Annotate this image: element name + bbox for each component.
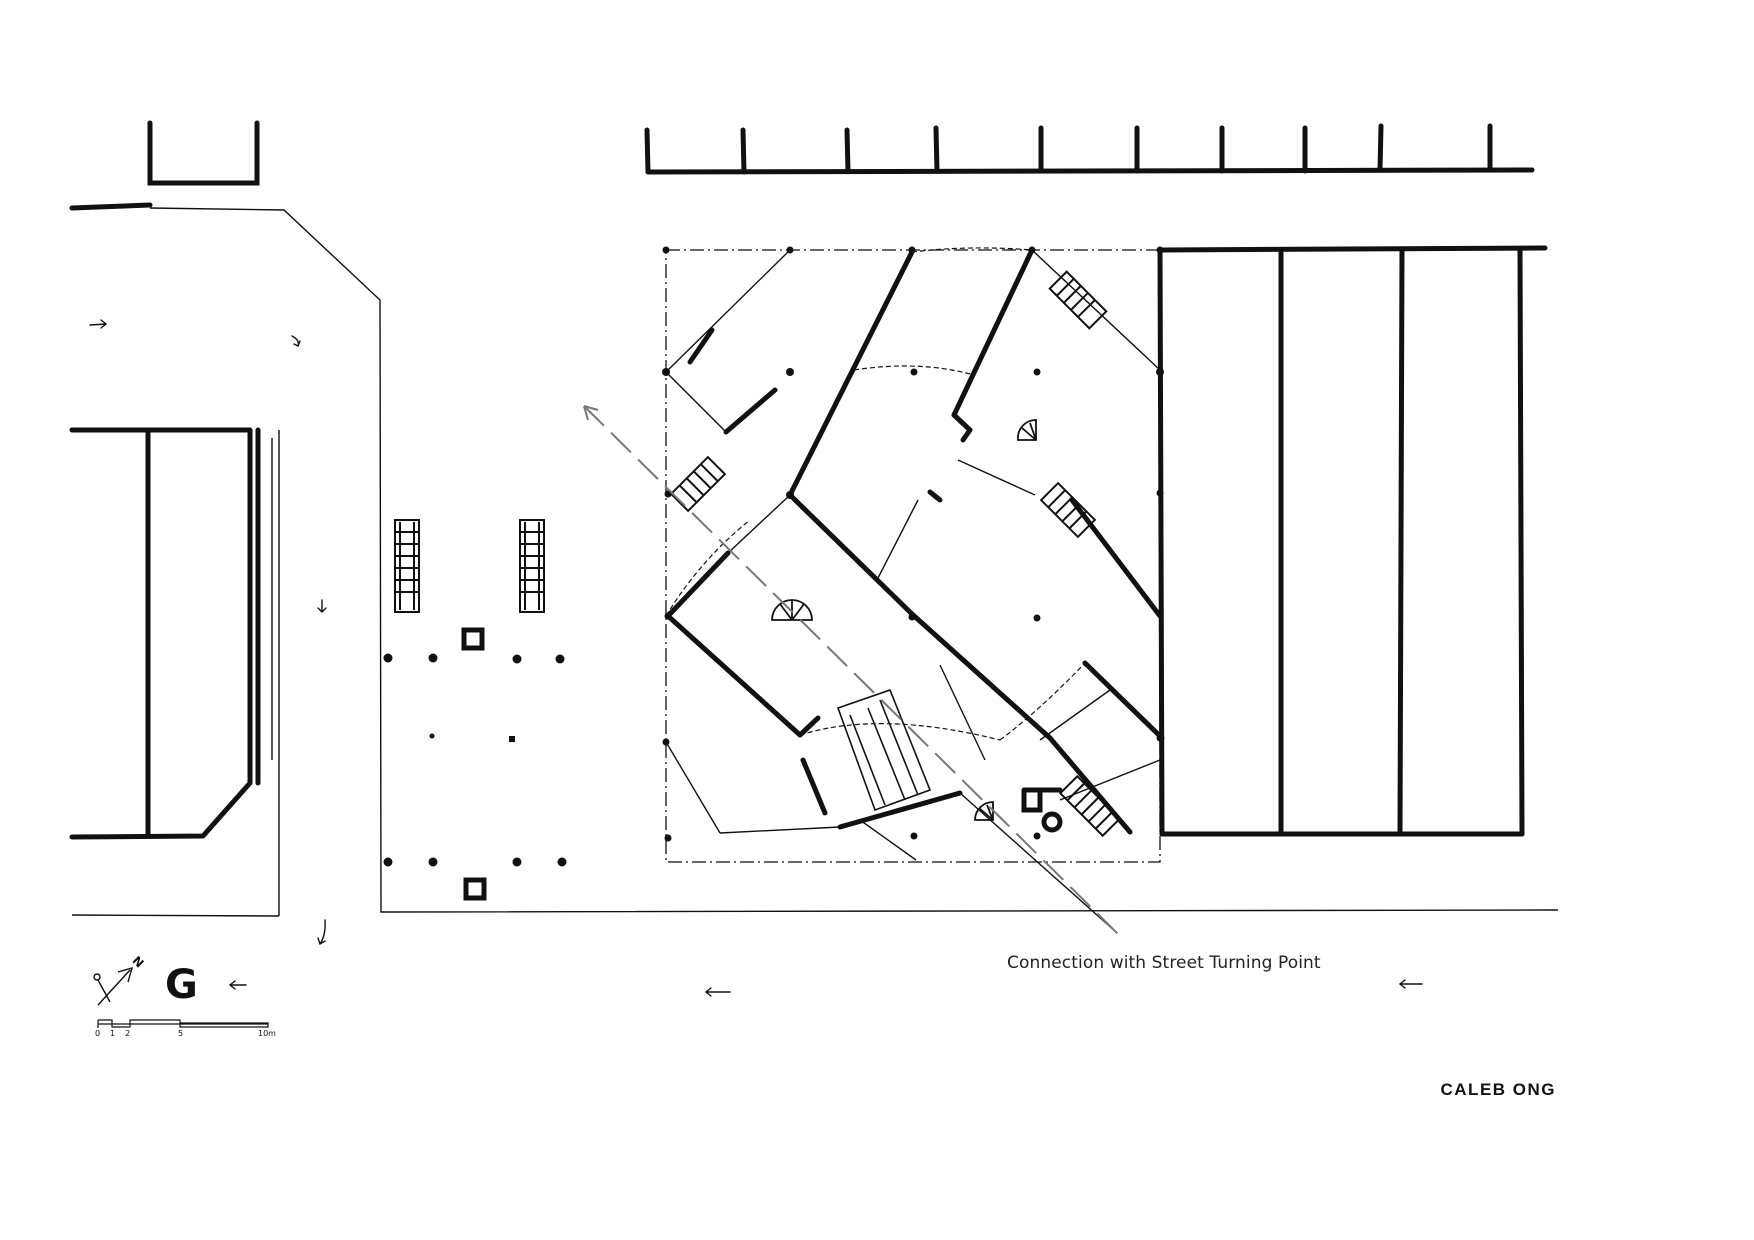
straight-stair-icon xyxy=(394,519,545,613)
building-top-row xyxy=(644,123,1535,175)
axis-arrowhead-icon xyxy=(583,405,599,421)
north-arrow-icon xyxy=(93,966,134,1006)
columns xyxy=(383,246,1164,867)
floor-label: G xyxy=(165,962,198,1008)
author-credit: CALEB ONG xyxy=(1440,1080,1556,1099)
spiral-stair-icon xyxy=(771,419,1037,821)
connection-axis-line xyxy=(583,405,1119,935)
central-stair-icon xyxy=(836,688,932,812)
rotated-stair-icons xyxy=(669,270,1122,838)
square-pillars xyxy=(461,627,487,901)
scale-tick-1: 1 xyxy=(110,1029,116,1038)
scale-tick-10: 10m xyxy=(258,1029,276,1038)
core-symbols xyxy=(1021,787,1063,833)
annotation-label: Connection with Street Turning Point xyxy=(1007,953,1321,973)
project-walls xyxy=(665,247,1165,835)
floor-plan-drawing xyxy=(69,120,1559,1028)
road-edges xyxy=(71,207,1559,917)
flow-arrow-icon xyxy=(89,319,1423,997)
building-top-left xyxy=(69,120,260,211)
scale-tick-2: 2 xyxy=(125,1029,131,1038)
scale-bar xyxy=(97,1019,269,1028)
scale-tick-0: 0 xyxy=(95,1029,101,1038)
building-right xyxy=(1157,245,1548,837)
scale-tick-5: 5 xyxy=(178,1029,184,1038)
building-left xyxy=(69,427,261,840)
site-boundary xyxy=(665,249,1161,863)
project-thin-lines xyxy=(665,249,1161,933)
